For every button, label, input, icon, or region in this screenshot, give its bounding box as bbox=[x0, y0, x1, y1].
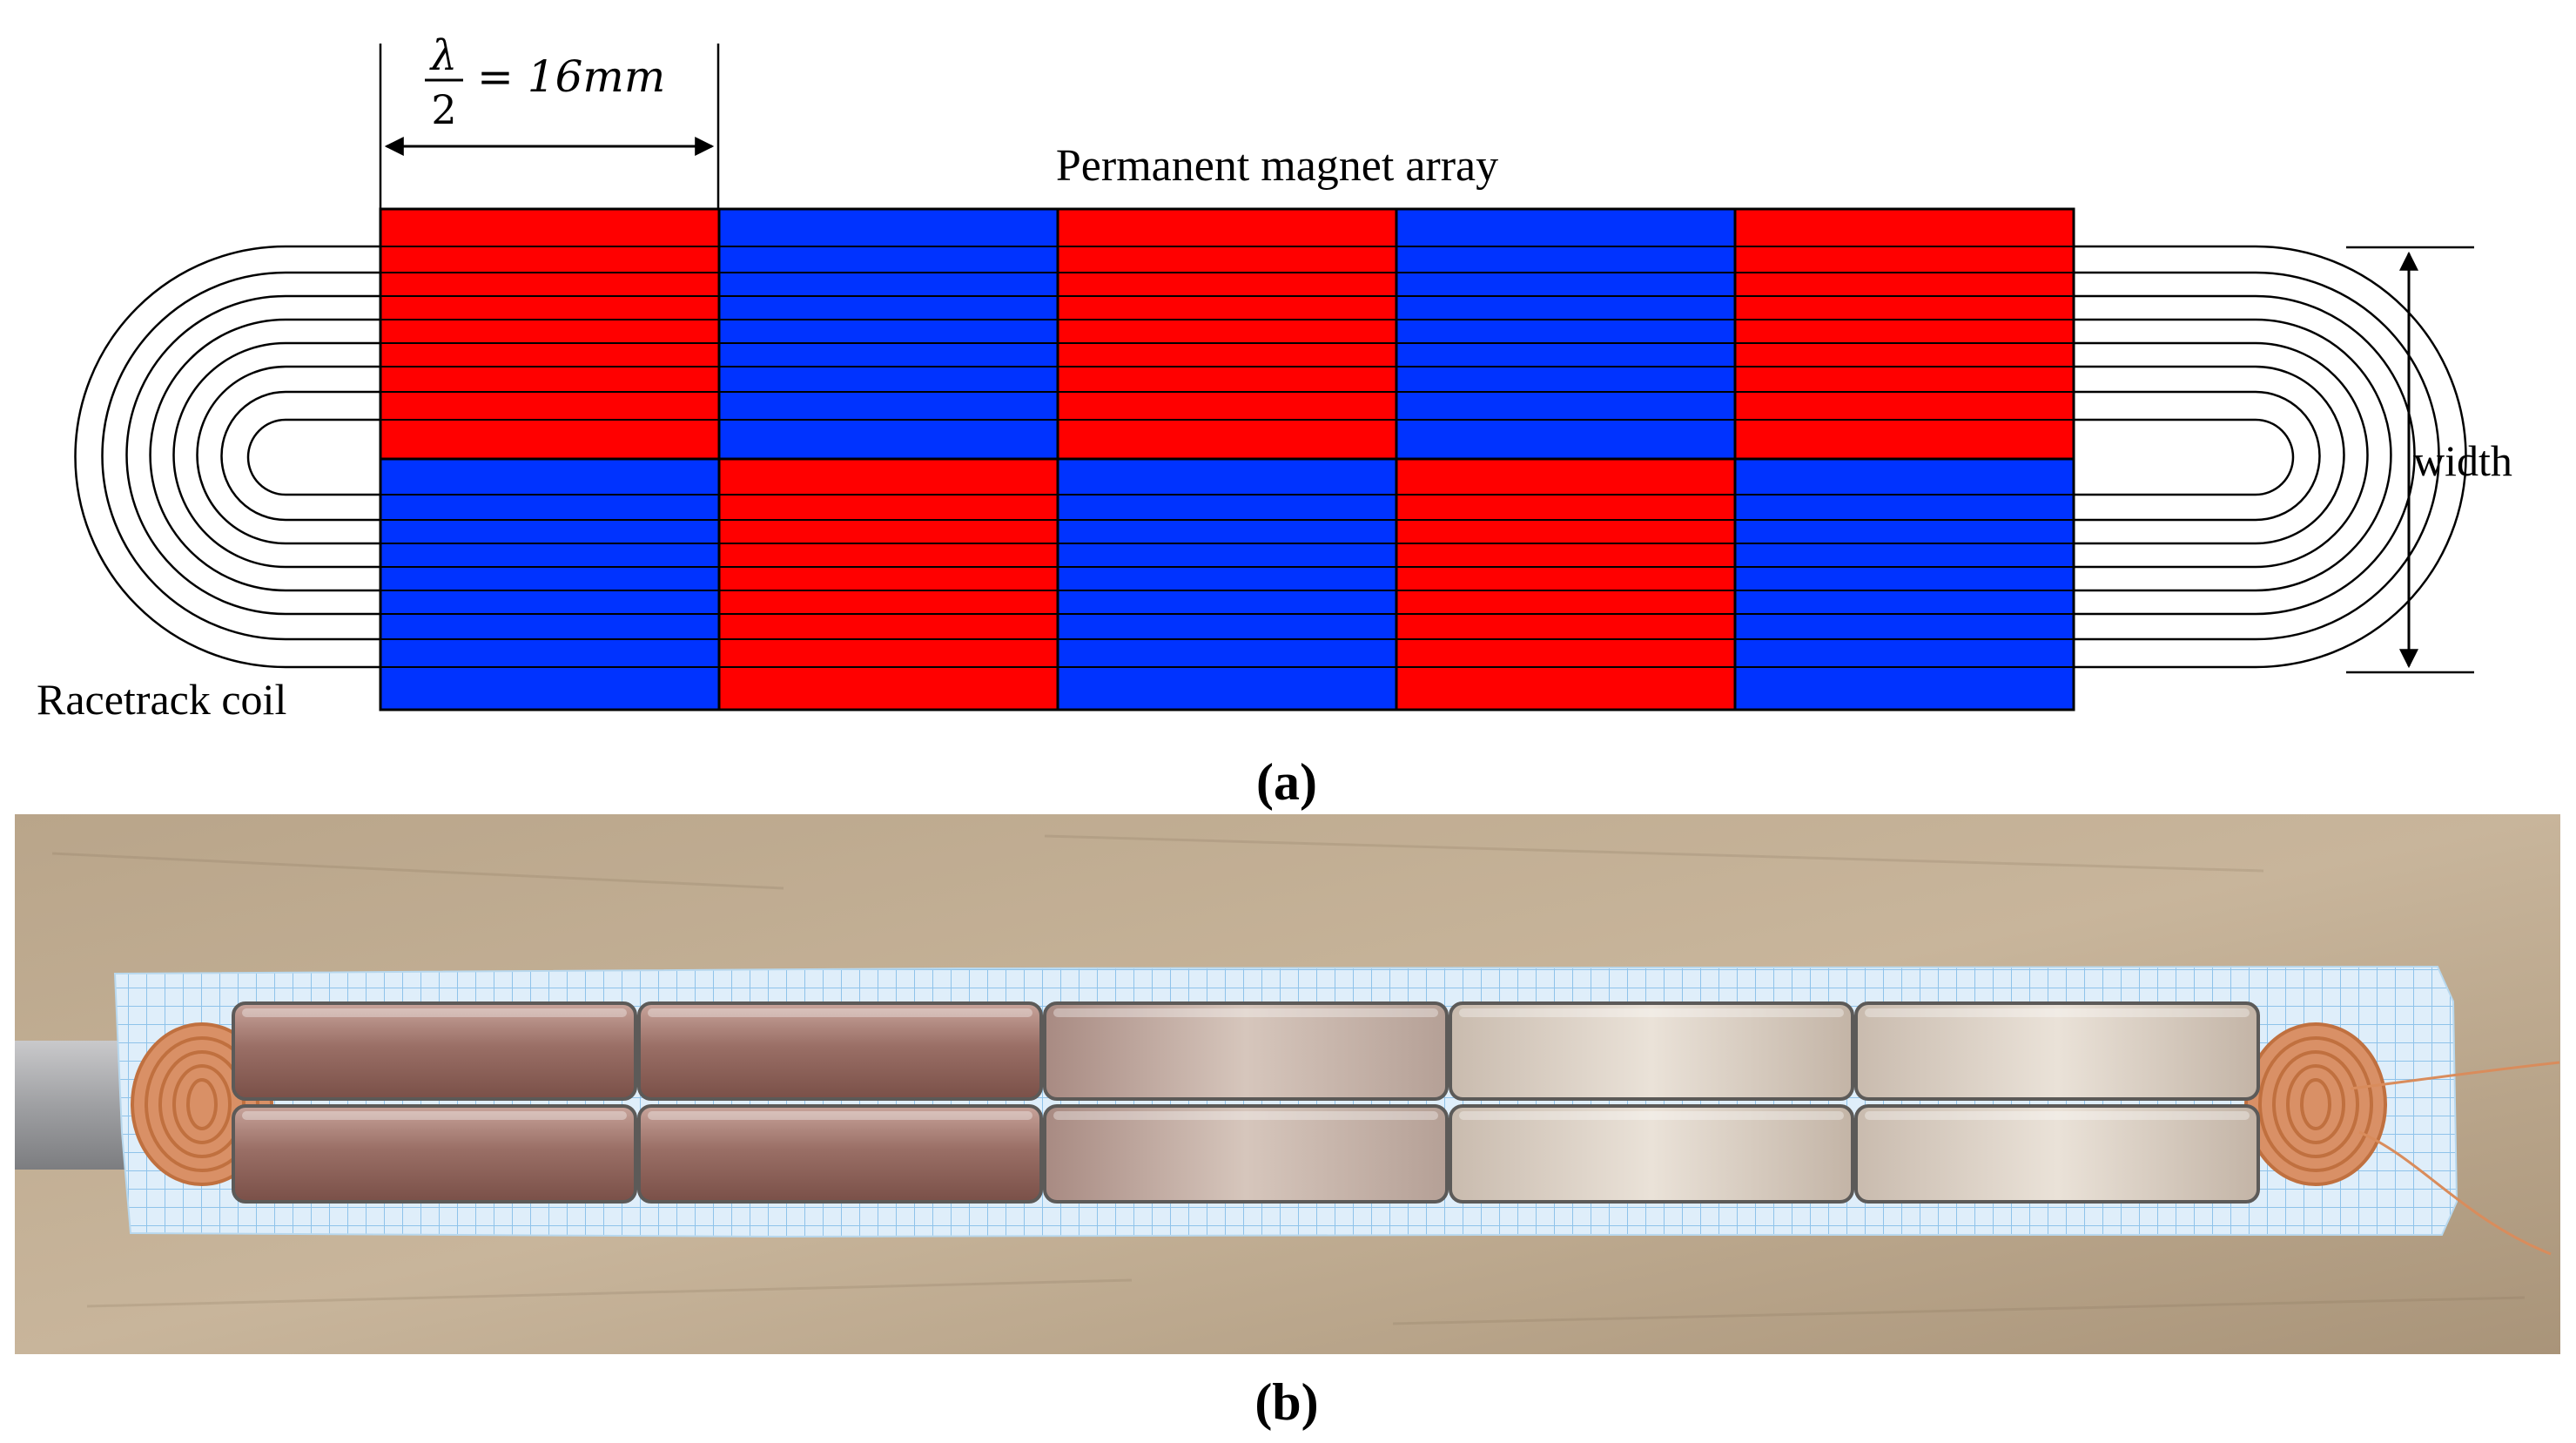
coil-loop bbox=[2074, 390, 2321, 522]
fraction-denominator: 2 bbox=[431, 86, 456, 133]
magnet-block bbox=[232, 1001, 637, 1101]
coil-loop bbox=[2074, 418, 2295, 496]
magnet-segment-blue bbox=[379, 457, 721, 711]
width-dimension: width bbox=[2346, 246, 2512, 674]
coil-loop bbox=[149, 318, 380, 592]
lead-wire bbox=[2350, 1061, 2560, 1090]
magnet-highlight bbox=[1459, 1008, 1844, 1017]
magnet-highlight bbox=[242, 1111, 627, 1120]
magnet-block bbox=[1043, 1001, 1449, 1101]
magnet-highlight bbox=[1053, 1008, 1438, 1017]
magnet-block bbox=[1854, 1001, 2260, 1101]
coil-loop bbox=[2074, 341, 2369, 569]
magnet-segment-red bbox=[1056, 207, 1398, 461]
magnet-segment-red bbox=[1733, 207, 2075, 461]
coil-loop bbox=[172, 341, 380, 569]
magnet-highlight bbox=[242, 1008, 627, 1017]
racetrack-coil-left bbox=[74, 245, 380, 669]
panel-a-diagram: λ 2 = 16mm Permanent magnet array Racetr… bbox=[37, 31, 2512, 811]
magnet-block bbox=[1449, 1104, 1854, 1204]
magnet-segment-red bbox=[717, 457, 1059, 711]
lambda-symbol: λ bbox=[429, 31, 457, 80]
magnet-block bbox=[1043, 1104, 1449, 1204]
caption-a: (a) bbox=[1256, 753, 1317, 811]
coil-loop bbox=[101, 271, 380, 641]
coil-loop bbox=[220, 390, 380, 522]
lead-wire bbox=[2358, 1130, 2552, 1256]
magnet-segment-blue bbox=[1733, 457, 2075, 711]
caption-b: (b) bbox=[1254, 1373, 1318, 1431]
magnet-block bbox=[637, 1001, 1043, 1101]
magnet-block bbox=[637, 1104, 1043, 1204]
magnet-segment-red bbox=[379, 207, 721, 461]
magnet-block bbox=[1854, 1104, 2260, 1204]
magnet-block bbox=[232, 1104, 637, 1204]
wavelength-value: = 16mm bbox=[477, 51, 665, 102]
coil-loop bbox=[196, 365, 380, 545]
magnet-highlight bbox=[1053, 1111, 1438, 1120]
width-label: width bbox=[2413, 436, 2512, 485]
coil-loop bbox=[246, 418, 380, 496]
coil-loop bbox=[74, 245, 380, 669]
magnet-blocks bbox=[232, 1001, 2260, 1204]
panel-b-photo: (b) bbox=[15, 814, 2560, 1431]
coil-loop bbox=[2074, 365, 2345, 545]
magnet-segment-red bbox=[1395, 457, 1737, 711]
magnet-highlight bbox=[648, 1111, 1032, 1120]
coil-end-right bbox=[2244, 1022, 2387, 1186]
racetrack-coil-right bbox=[2074, 245, 2467, 669]
magnet-segment-blue bbox=[1056, 457, 1398, 711]
magnet-highlight bbox=[1865, 1008, 2250, 1017]
array-label: Permanent magnet array bbox=[1056, 141, 1498, 191]
magnet-segment-blue bbox=[1395, 207, 1737, 461]
coil-loop bbox=[2074, 271, 2440, 641]
coil-turns-over-magnets bbox=[380, 246, 2074, 668]
wavelength-dimension: λ 2 = 16mm bbox=[379, 31, 720, 209]
magnet-block bbox=[1449, 1001, 1854, 1101]
coil-loop bbox=[2074, 318, 2392, 592]
magnet-highlight bbox=[648, 1008, 1032, 1017]
magnet-highlight bbox=[1865, 1111, 2250, 1120]
magnet-highlight bbox=[1459, 1111, 1844, 1120]
coil-loop bbox=[2074, 245, 2467, 669]
coil-loop bbox=[125, 294, 380, 616]
permanent-magnet-array bbox=[379, 207, 2075, 711]
coil-label: Racetrack coil bbox=[37, 675, 286, 724]
